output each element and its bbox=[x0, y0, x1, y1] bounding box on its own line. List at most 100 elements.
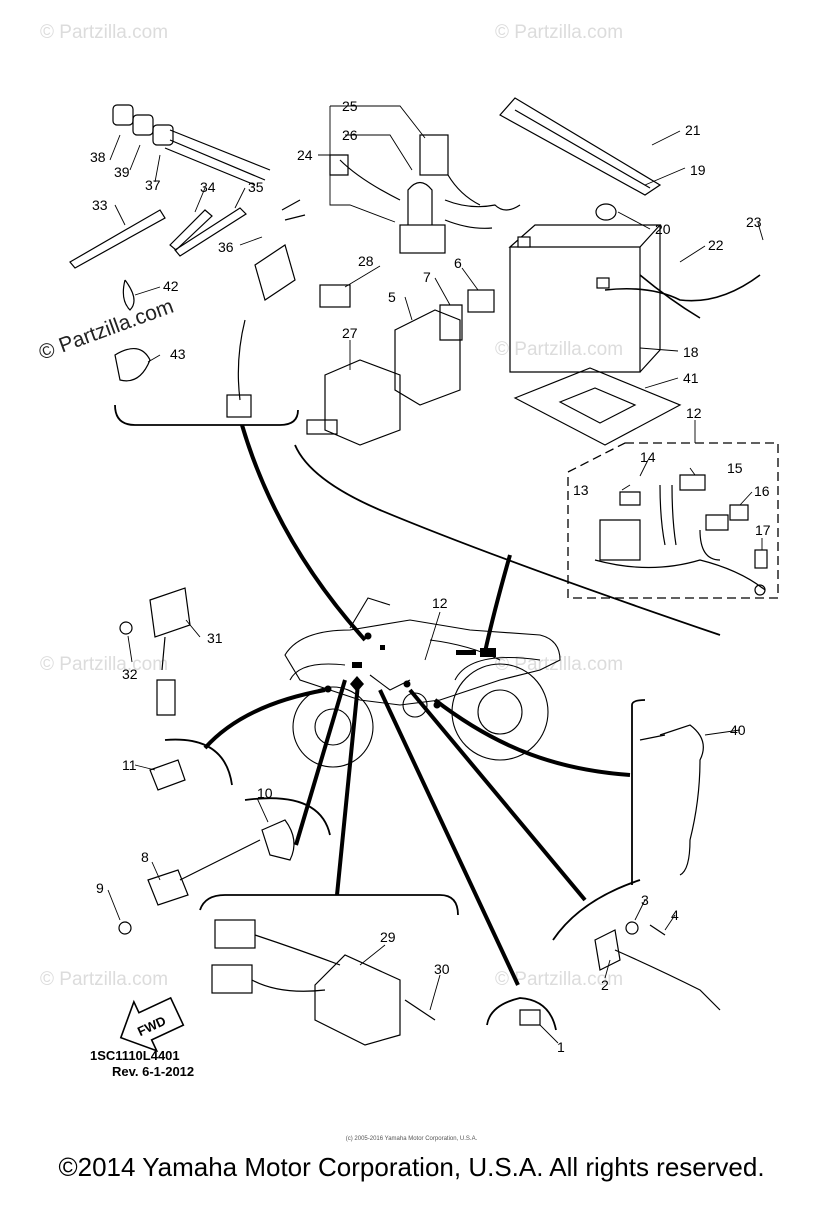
callout-11: 11 bbox=[122, 757, 137, 773]
bracket bbox=[631, 699, 646, 886]
starter-relay bbox=[329, 134, 521, 254]
part-11 bbox=[149, 759, 186, 791]
bracket bbox=[552, 879, 641, 941]
part-40-plug bbox=[639, 734, 666, 741]
leader-line bbox=[240, 424, 367, 642]
fuse-7 bbox=[439, 304, 463, 341]
callout-30: 30 bbox=[434, 961, 450, 977]
vehicle-location-marks bbox=[324, 632, 496, 709]
callout-38: 38 bbox=[90, 149, 106, 165]
callout-14: 14 bbox=[640, 449, 656, 465]
callout-35: 35 bbox=[248, 179, 264, 195]
bolt-9 bbox=[118, 921, 132, 935]
callout-18: 18 bbox=[683, 344, 699, 360]
bracket bbox=[199, 894, 459, 916]
callout-36: 36 bbox=[218, 239, 234, 255]
relay-28 bbox=[319, 284, 351, 308]
part-8 bbox=[147, 869, 189, 906]
part-10 bbox=[261, 819, 295, 861]
callout-12-vehicle: 12 bbox=[432, 595, 448, 611]
bracket bbox=[486, 997, 557, 1031]
wire-leads bbox=[164, 129, 271, 186]
callout-21: 21 bbox=[685, 122, 701, 138]
leader-line bbox=[483, 554, 512, 653]
leader-lines bbox=[203, 424, 631, 986]
callout-25: 25 bbox=[342, 98, 358, 114]
leader-line bbox=[378, 689, 520, 986]
callout-31: 31 bbox=[207, 630, 223, 646]
callout-32: 32 bbox=[122, 666, 138, 682]
callout-6: 6 bbox=[454, 255, 462, 271]
bolt-4 bbox=[649, 924, 666, 936]
battery-cable bbox=[604, 274, 761, 302]
watermark-text: © Partzilla.com bbox=[495, 339, 623, 360]
bracket bbox=[244, 797, 331, 836]
watermark-text: © Partzilla.com bbox=[495, 969, 623, 990]
diagram-reference: 1SC1110L4401 Rev. 6-1-2012 bbox=[90, 1048, 194, 1079]
relay-5 bbox=[394, 309, 461, 406]
callout-leaders bbox=[107, 105, 764, 1044]
switch-coupler bbox=[226, 394, 252, 418]
callout-2: 2 bbox=[601, 977, 609, 993]
battery-pad bbox=[513, 367, 682, 446]
key bbox=[281, 199, 306, 221]
cable-tie-33 bbox=[69, 209, 166, 269]
cap-37 bbox=[152, 124, 174, 146]
harness-parts bbox=[69, 104, 306, 418]
diagram-code: 1SC1110L4401 bbox=[90, 1048, 180, 1063]
rectifier-regulator-29 bbox=[314, 954, 401, 1046]
leader-line bbox=[203, 688, 326, 750]
cap-39 bbox=[132, 114, 154, 136]
callout-4: 4 bbox=[671, 907, 679, 923]
watermark-text: © Partzilla.com bbox=[40, 969, 168, 990]
electrical-units bbox=[306, 284, 495, 446]
callout-10: 10 bbox=[257, 785, 273, 801]
lower-parts bbox=[118, 587, 721, 1046]
callout-3: 3 bbox=[641, 892, 649, 908]
callout-27: 27 bbox=[342, 325, 358, 341]
callout-23: 23 bbox=[746, 214, 762, 230]
group-brackets bbox=[114, 404, 721, 1031]
bracket bbox=[164, 738, 233, 786]
callout-42: 42 bbox=[163, 278, 179, 294]
watermark-text: © Partzilla.com bbox=[40, 22, 168, 43]
atv-vehicle bbox=[284, 597, 561, 768]
copyright-notice: ©2014 Yamaha Motor Corporation, U.S.A. A… bbox=[58, 1152, 765, 1182]
callout-29: 29 bbox=[380, 929, 396, 945]
connector-29b bbox=[211, 964, 253, 994]
callout-26: 26 bbox=[342, 127, 358, 143]
footer-fine-print: (c) 2005-2016 Yamaha Motor Corporation, … bbox=[345, 1136, 478, 1142]
bracket bbox=[114, 404, 299, 426]
callout-43: 43 bbox=[170, 346, 186, 362]
callout-37: 37 bbox=[145, 177, 161, 193]
sensor-1 bbox=[519, 1009, 541, 1026]
part-8-lead bbox=[179, 839, 261, 881]
part-40 bbox=[659, 724, 704, 876]
rectifier-leads bbox=[251, 934, 341, 992]
callout-24: 24 bbox=[297, 147, 313, 163]
clamp-42 bbox=[122, 279, 135, 311]
callout-17: 17 bbox=[755, 522, 771, 538]
callout-5: 5 bbox=[388, 289, 396, 305]
wire-harness-12 bbox=[594, 474, 768, 596]
watermark-text: © Partzilla.com bbox=[40, 654, 168, 675]
part-2 bbox=[594, 929, 621, 971]
revision-date: Rev. 6-1-2012 bbox=[112, 1064, 194, 1079]
callout-9: 9 bbox=[96, 880, 104, 896]
leader-line bbox=[433, 698, 631, 777]
leader-line bbox=[294, 679, 347, 846]
part-31 bbox=[149, 587, 191, 638]
leader-line bbox=[335, 683, 360, 896]
callout-13: 13 bbox=[573, 482, 589, 498]
part-2-leads bbox=[614, 949, 721, 1011]
callout-40: 40 bbox=[730, 722, 746, 738]
callout-8: 8 bbox=[141, 849, 149, 865]
connector bbox=[306, 419, 338, 435]
callout-39: 39 bbox=[114, 164, 130, 180]
main-switch-36 bbox=[254, 244, 296, 301]
fuse-6 bbox=[467, 289, 495, 313]
bracket bbox=[294, 444, 721, 636]
callout-7: 7 bbox=[423, 269, 431, 285]
fwd-arrow: FWD bbox=[119, 996, 185, 1053]
